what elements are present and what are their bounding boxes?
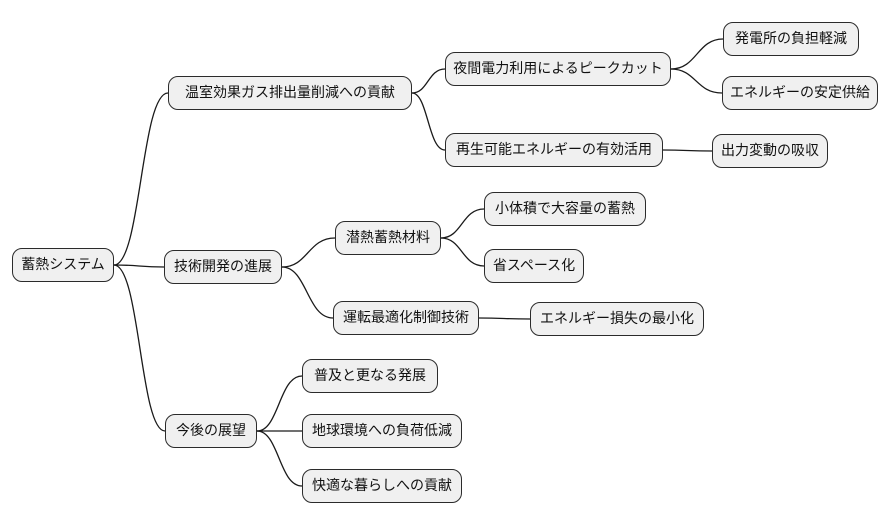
node-label: 出力変動の吸収 (721, 143, 819, 159)
mindmap-node-tech-progress: 技術開発の進展 (164, 250, 282, 284)
node-label: 潜熱蓄熱材料 (346, 230, 430, 246)
node-label: 普及と更なる発展 (314, 368, 426, 384)
edge-peakcut-plant_burden (670, 38, 724, 70)
mindmap-node-space-saving: 省スペース化 (484, 249, 584, 283)
edge-renewable-output_absorb (662, 149, 713, 152)
mindmap-node-plant-burden: 発電所の負担軽減 (723, 22, 859, 56)
mindmap-node-compact-storage: 小体積で大容量の蓄熱 (484, 192, 646, 226)
node-label: 今後の展望 (176, 423, 246, 439)
edge-peakcut-stable_supply (670, 68, 723, 94)
node-label: 発電所の負担軽減 (735, 31, 847, 47)
mindmap-node-comfort-contribution: 快適な暮らしへの貢献 (302, 469, 462, 503)
node-label: 温室効果ガス排出量削減への貢献 (185, 85, 395, 101)
mindmap-node-control-tech: 運転最適化制御技術 (333, 301, 479, 335)
mindmap-node-env-load-reduction: 地球環境への負荷低減 (302, 414, 462, 448)
edge-ghg-peakcut (411, 68, 446, 94)
edge-control-loss_min (478, 317, 531, 320)
mindmap-node-renewable-use: 再生可能エネルギーの有効活用 (445, 133, 663, 167)
edge-ghg-renewable (411, 92, 446, 151)
edge-tech-control_tech (281, 266, 334, 319)
node-label: エネルギー損失の最小化 (540, 311, 694, 327)
node-label: 快適な暮らしへの貢献 (312, 478, 452, 494)
node-label: エネルギーの安定供給 (730, 85, 870, 101)
node-label: 夜間電力利用によるピークカット (453, 61, 663, 77)
node-label: 蓄熱システム (21, 257, 105, 273)
node-label: 技術開発の進展 (174, 259, 272, 275)
mindmap-node-spread-development: 普及と更なる発展 (302, 359, 438, 393)
mindmap-node-output-absorb: 出力変動の吸収 (712, 134, 828, 168)
mindmap-node-ghg-reduction: 温室効果ガス排出量削減への貢献 (168, 76, 412, 110)
edge-root-ghg (113, 92, 169, 266)
node-label: 小体積で大容量の蓄熱 (495, 201, 635, 217)
node-label: 地球環境への負荷低減 (312, 423, 452, 439)
edge-tech-latent_material (281, 237, 336, 268)
node-label: 運転最適化制御技術 (343, 310, 469, 326)
mindmap-node-root: 蓄熱システム (12, 248, 114, 282)
edge-root-future (113, 264, 166, 432)
node-label: 再生可能エネルギーの有効活用 (456, 142, 652, 158)
edge-latent-space_saving (440, 237, 485, 267)
edge-future-comfort (256, 430, 303, 487)
mindmap-node-future-outlook: 今後の展望 (165, 414, 257, 448)
edge-root-tech (113, 264, 165, 268)
mindmap-node-peak-cut: 夜間電力利用によるピークカット (445, 52, 671, 86)
node-label: 省スペース化 (492, 258, 576, 274)
mindmap-node-loss-minimization: エネルギー損失の最小化 (530, 302, 704, 336)
edge-future-spread (256, 375, 303, 432)
edge-latent-compact_storage (440, 208, 485, 239)
mindmap-node-stable-supply: エネルギーの安定供給 (722, 76, 878, 110)
mindmap-node-latent-material: 潜熱蓄熱材料 (335, 221, 441, 255)
